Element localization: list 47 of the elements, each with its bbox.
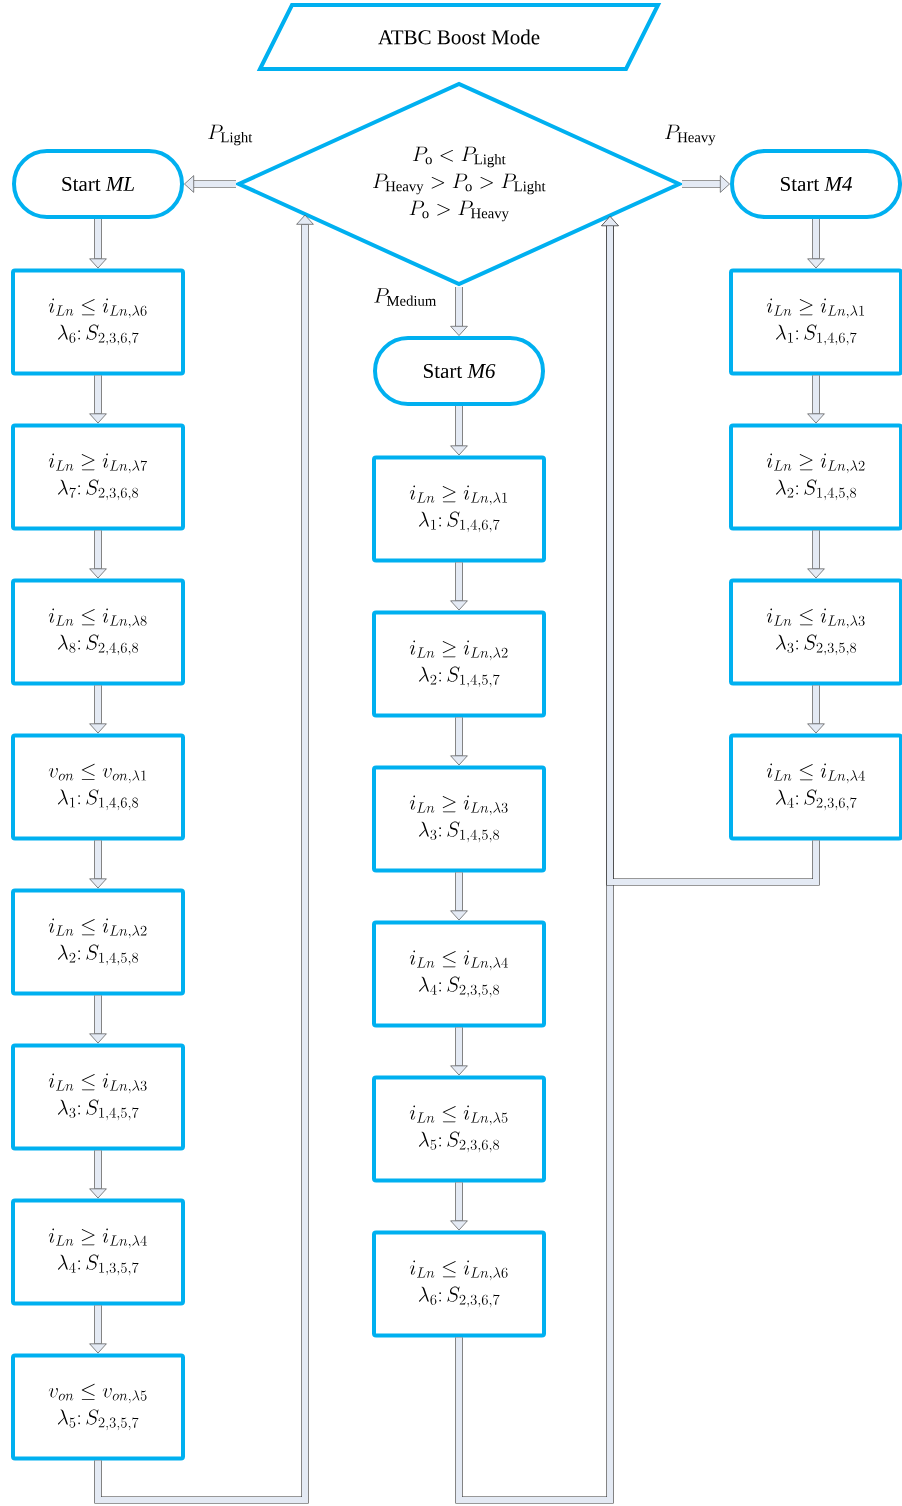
block-arrow xyxy=(89,840,107,889)
block-arrow xyxy=(94,214,314,1504)
start-terminal: Start ML xyxy=(12,149,184,219)
block-arrow xyxy=(450,406,468,456)
block-arrow xyxy=(450,287,468,336)
block-arrow xyxy=(89,685,107,734)
process-box: $i_{Ln} \le i_{Ln,\lambda 8}$ $\lambda_8\colon S_{2,4,6,8}$ xyxy=(11,578,185,686)
block-arrow xyxy=(89,375,107,424)
process-box: $i_{Ln} \ge i_{Ln,\lambda 3}$ $\lambda_3\colon S_{1,4,5,8}$ xyxy=(372,765,546,873)
process-box: $i_{Ln} \ge i_{Ln,\lambda 2}$ $\lambda_2\colon S_{1,4,5,8}$ xyxy=(729,423,902,531)
process-box: $i_{Ln} \ge i_{Ln,\lambda 2}$ $\lambda_2\colon S_{1,4,5,7}$ xyxy=(372,610,546,718)
block-arrow xyxy=(89,995,107,1044)
block-arrow xyxy=(89,219,107,269)
process-box: $i_{Ln} \le i_{Ln,\lambda 4}$ $\lambda_4\colon S_{2,3,5,8}$ xyxy=(372,920,546,1028)
block-arrow xyxy=(89,530,107,579)
process-box: $i_{Ln} \le i_{Ln,\lambda 4}$ $\lambda_4\colon S_{2,3,6,7}$ xyxy=(729,733,902,841)
block-arrow xyxy=(807,685,825,734)
block-arrow xyxy=(807,530,825,579)
process-box: $i_{Ln} \le i_{Ln,\lambda 3}$ $\lambda_3\colon S_{2,3,5,8}$ xyxy=(729,578,902,686)
block-arrow xyxy=(450,1182,468,1231)
process-box: $i_{Ln} \ge i_{Ln,\lambda 1}$ $\lambda_1\colon S_{1,4,6,7}$ xyxy=(729,268,902,376)
block-arrow xyxy=(601,216,820,886)
process-box: $i_{Ln} \le i_{Ln,\lambda 6}$ $\lambda_6\colon S_{2,3,6,7}$ xyxy=(11,268,185,376)
block-arrow xyxy=(450,717,468,766)
block-arrow xyxy=(682,175,730,193)
process-box: $v_{on} \le v_{on,\lambda 5}$ $\lambda_5\colon S_{2,3,5,7}$ xyxy=(11,1353,185,1461)
edge-label: $P_{\mathrm{Light}}$ xyxy=(208,124,253,146)
process-box: $i_{Ln} \le i_{Ln,\lambda 3}$ $\lambda_3\colon S_{1,4,5,7}$ xyxy=(11,1043,185,1151)
start-terminal: Start M4 xyxy=(730,149,902,219)
process-box: $i_{Ln} \le i_{Ln,\lambda 6}$ $\lambda_6\colon S_{2,3,6,7}$ xyxy=(372,1230,546,1338)
edge-label: $P_{\mathrm{Heavy}}$ xyxy=(664,124,716,146)
block-arrow xyxy=(450,1027,468,1076)
process-box: $i_{Ln} \le i_{Ln,\lambda 2}$ $\lambda_2\colon S_{1,4,5,8}$ xyxy=(11,888,185,996)
process-box: $i_{Ln} \ge i_{Ln,\lambda 4}$ $\lambda_4\colon S_{1,3,5,7}$ xyxy=(11,1198,185,1306)
process-box: $i_{Ln} \ge i_{Ln,\lambda 7}$ $\lambda_7\colon S_{2,3,6,8}$ xyxy=(11,423,185,531)
process-box: $i_{Ln} \ge i_{Ln,\lambda 1}$ $\lambda_1\colon S_{1,4,6,7}$ xyxy=(372,455,546,563)
block-arrow xyxy=(450,872,468,921)
process-box: $v_{on} \le v_{on,\lambda 1}$ $\lambda_1\colon S_{1,4,6,8}$ xyxy=(11,733,185,841)
block-arrow xyxy=(807,219,825,269)
process-box: $i_{Ln} \le i_{Ln,\lambda 5}$ $\lambda_5\colon S_{2,3,6,8}$ xyxy=(372,1075,546,1183)
block-arrow xyxy=(184,175,236,193)
start-terminal: Start M6 xyxy=(373,336,545,406)
block-arrow xyxy=(807,375,825,424)
block-arrow xyxy=(89,1305,107,1354)
block-arrow xyxy=(450,562,468,611)
block-arrow xyxy=(89,1150,107,1199)
edge-label: $P_{\mathrm{Medium}}$ xyxy=(374,288,437,306)
